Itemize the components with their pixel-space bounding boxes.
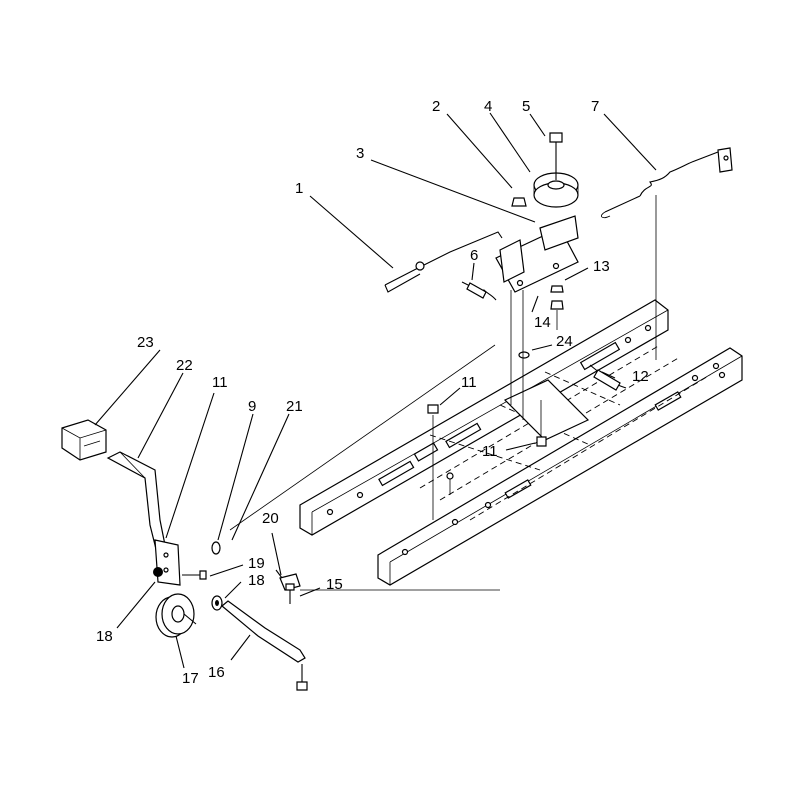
callout-23: 23 <box>137 334 154 351</box>
callout-20: 20 <box>262 510 279 527</box>
callout-16: 16 <box>208 664 225 681</box>
callout-2: 2 <box>432 98 440 115</box>
callout-17: 17 <box>182 670 199 687</box>
callout-18-left: 18 <box>96 628 113 645</box>
leader-lines <box>94 112 657 669</box>
idler-rod <box>384 231 503 293</box>
frame-spring <box>589 364 627 391</box>
washer-9 <box>211 541 221 555</box>
nut-2 <box>511 197 527 207</box>
callout-1: 1 <box>295 180 303 197</box>
callout-11-pedal: 11 <box>212 374 228 391</box>
frame-mounting-plate <box>413 379 590 462</box>
pedal-pad <box>61 419 107 461</box>
idler-pulley <box>533 172 579 208</box>
callout-labels: 1 2 3 4 5 6 7 9 11 11 11 12 13 14 15 16 … <box>96 98 649 687</box>
callout-11-upper: 11 <box>461 374 477 391</box>
frame-washer-14 <box>518 351 530 359</box>
washer-18 <box>211 595 223 611</box>
callout-7: 7 <box>591 98 599 115</box>
small-washer-13 <box>550 285 564 310</box>
rod-bolt-bottom <box>296 664 308 691</box>
rod-clip-20 <box>275 569 301 591</box>
callout-24: 24 <box>556 333 573 350</box>
callout-9: 9 <box>248 398 256 415</box>
pivot-bolt-19 <box>182 570 207 580</box>
idler-spring <box>600 147 733 219</box>
bolt-15 <box>285 583 295 604</box>
rod-spring <box>461 281 497 301</box>
assembly-guide-lines <box>229 195 657 591</box>
callout-13: 13 <box>593 258 610 275</box>
callout-5: 5 <box>522 98 530 115</box>
cross-member-hidden-lines <box>419 344 711 521</box>
callout-6: 6 <box>470 247 478 264</box>
callout-4: 4 <box>484 98 492 115</box>
callout-11-lower: 11 <box>482 443 498 460</box>
pedal-pulley <box>155 593 197 638</box>
callout-3: 3 <box>356 145 364 162</box>
callout-19: 19 <box>248 555 265 572</box>
callout-21: 21 <box>286 398 303 415</box>
brake-rod <box>221 600 306 663</box>
pulley-bolt <box>549 132 563 180</box>
frame-nut-11 <box>427 404 547 480</box>
callout-15: 15 <box>326 576 343 593</box>
callout-22: 22 <box>176 357 193 374</box>
pedal-mount-plate <box>153 539 181 586</box>
idler-bracket <box>495 215 579 293</box>
callout-14: 14 <box>534 314 551 331</box>
lower-frame-rail <box>377 347 743 586</box>
callout-12: 12 <box>632 368 649 385</box>
callout-18-right: 18 <box>248 572 265 589</box>
